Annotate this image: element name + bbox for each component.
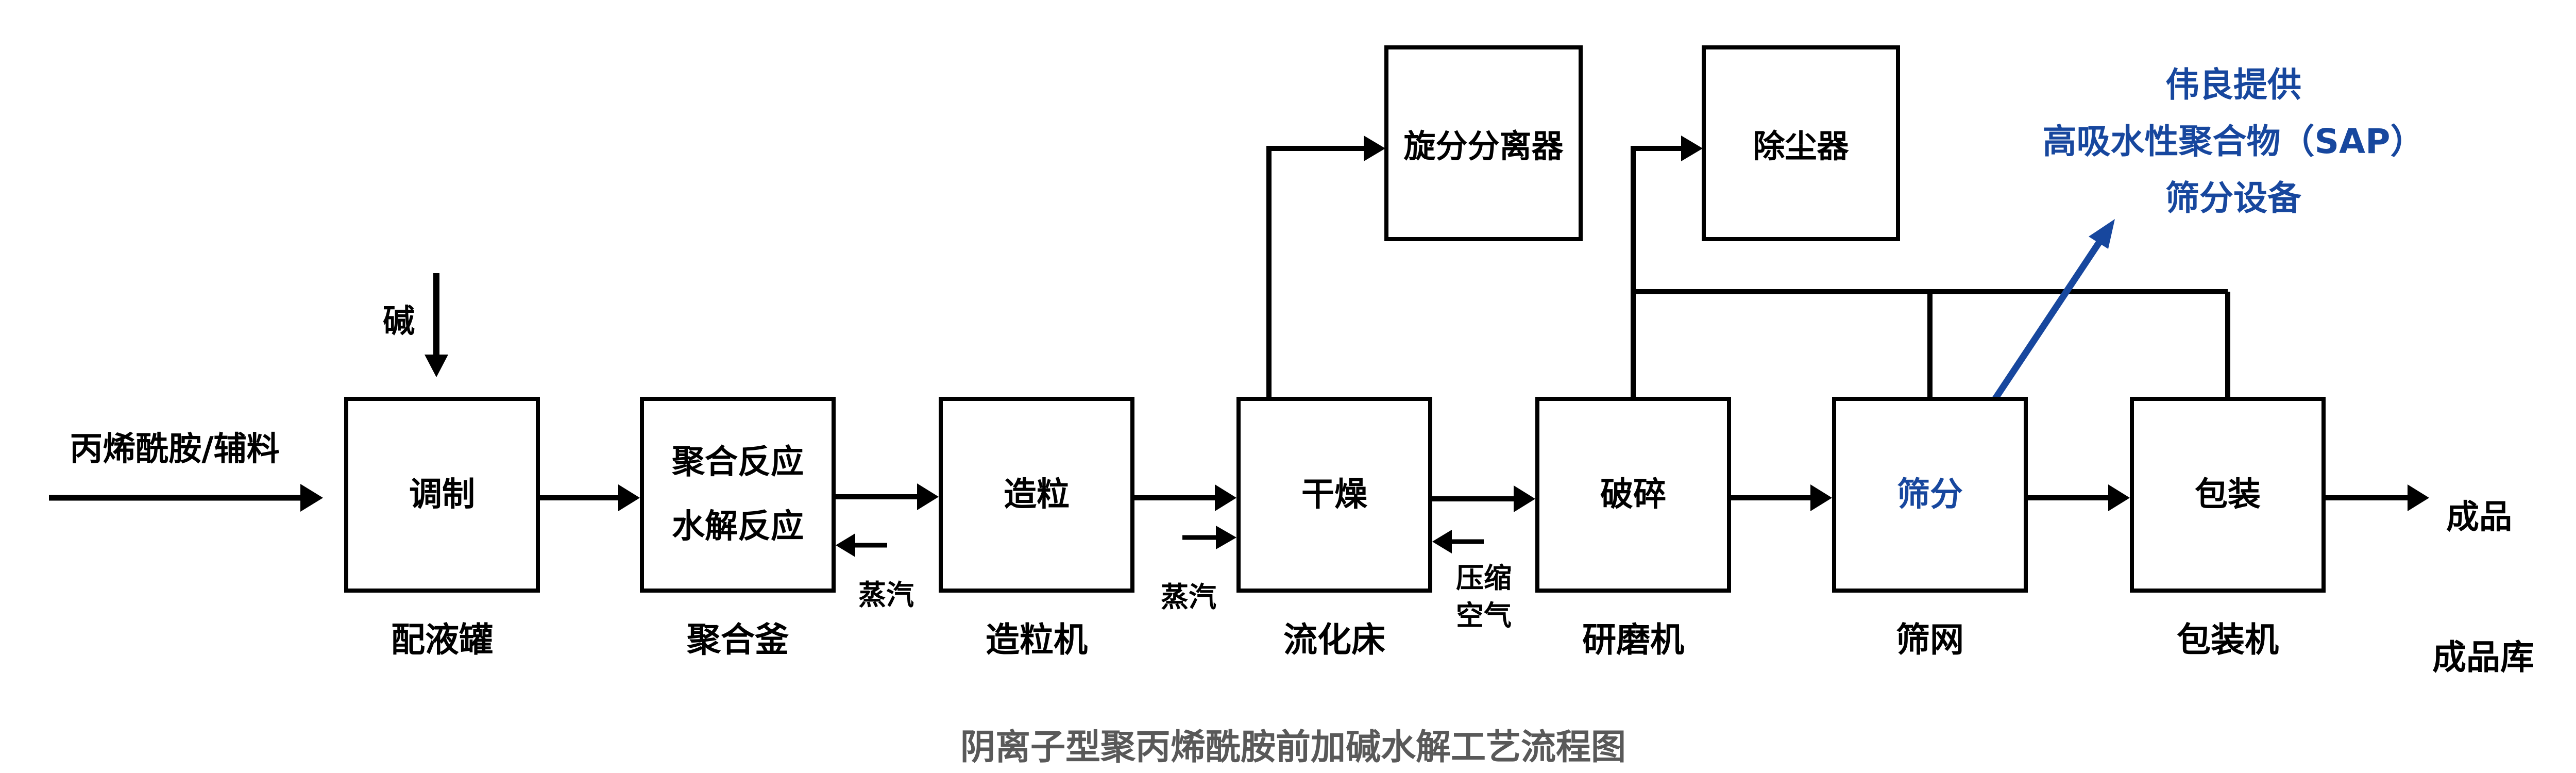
flow-arrow-4-5 [1432, 485, 1535, 512]
equipment-label-solution-tank: 配液罐 [391, 620, 493, 660]
process-box-label: 水解反应 [672, 508, 804, 546]
equipment-label-polymerizer: 聚合釜 [687, 620, 789, 660]
dryer-to-cyclone-connector [1266, 136, 1385, 397]
vendor-annotation-line1: 伟良提供 [2165, 65, 2301, 105]
feed-arrow [49, 484, 323, 512]
equipment-label-granulator: 造粒机 [986, 620, 1088, 660]
vendor-annotation: 伟良提供 高吸水性聚合物（SAP） 筛分设备 [1963, 57, 2504, 227]
dust-collector-box: 除尘器 [1702, 45, 1900, 241]
process-box-label: 聚合反应 [672, 443, 804, 481]
product-label: 成品 [2446, 498, 2512, 536]
cyclone-separator-label: 旋分分离器 [1403, 127, 1564, 165]
cyclone-separator-box: 旋分分离器 [1384, 45, 1583, 241]
process-box-label: 包装 [2195, 475, 2261, 514]
flow-arrow-3-4 [1134, 484, 1236, 511]
process-box-polymerization: 聚合反应 水解反应 [640, 397, 836, 593]
compressed-air-line2: 空气 [1456, 599, 1512, 632]
process-box-crushing: 破碎 [1535, 397, 1731, 593]
process-box-packing: 包装 [2130, 397, 2326, 593]
feed-label: 丙烯酰胺/辅料 [70, 430, 280, 468]
process-box-label: 造粒 [1004, 475, 1070, 514]
vendor-annotation-line2: 高吸水性聚合物（SAP） [2042, 122, 2425, 161]
steam-arrow-dryer [1182, 526, 1236, 549]
warehouse-label: 成品库 [2432, 637, 2534, 677]
flow-arrow-1-2 [540, 484, 640, 511]
crusher-to-dust-collector-connector [1631, 136, 1703, 397]
alkali-label: 碱 [382, 302, 415, 340]
steam-label-1: 蒸汽 [858, 579, 914, 611]
compressed-air-line1: 压缩 [1456, 562, 1512, 594]
product-out-arrow [2326, 484, 2429, 511]
dust-collector-label: 除尘器 [1753, 127, 1849, 165]
equipment-label-packing-machine: 包装机 [2177, 620, 2279, 660]
flow-arrow-2-3 [836, 483, 939, 510]
process-box-screening: 筛分 [1832, 397, 2028, 593]
distribution-line [1631, 289, 2230, 398]
equipment-label-grinder: 研磨机 [1582, 620, 1684, 660]
process-box-label: 破碎 [1600, 475, 1666, 514]
vendor-annotation-line3: 筛分设备 [2165, 178, 2301, 218]
process-box-granulation: 造粒 [939, 397, 1134, 593]
process-box-label: 干燥 [1301, 475, 1367, 514]
equipment-label-screen-mesh: 筛网 [1896, 620, 1964, 660]
steam-label-2: 蒸汽 [1161, 581, 1216, 613]
process-box-label: 筛分 [1897, 475, 1963, 514]
process-box-blending: 调制 [344, 397, 540, 593]
compressed-air-arrow [1432, 530, 1484, 553]
flow-arrow-6-7 [2028, 484, 2130, 511]
diagram-title: 阴离子型聚丙烯酰胺前加碱水解工艺流程图 [960, 727, 1626, 768]
process-box-drying: 干燥 [1236, 397, 1432, 593]
compressed-air-label: 压缩 空气 [1448, 559, 1520, 634]
process-box-label: 调制 [409, 475, 475, 514]
alkali-down-arrow [425, 273, 448, 377]
steam-arrow-polymerizer [836, 533, 887, 557]
flow-arrow-5-6 [1731, 484, 1832, 511]
equipment-label-fluidized-bed: 流化床 [1283, 620, 1385, 660]
